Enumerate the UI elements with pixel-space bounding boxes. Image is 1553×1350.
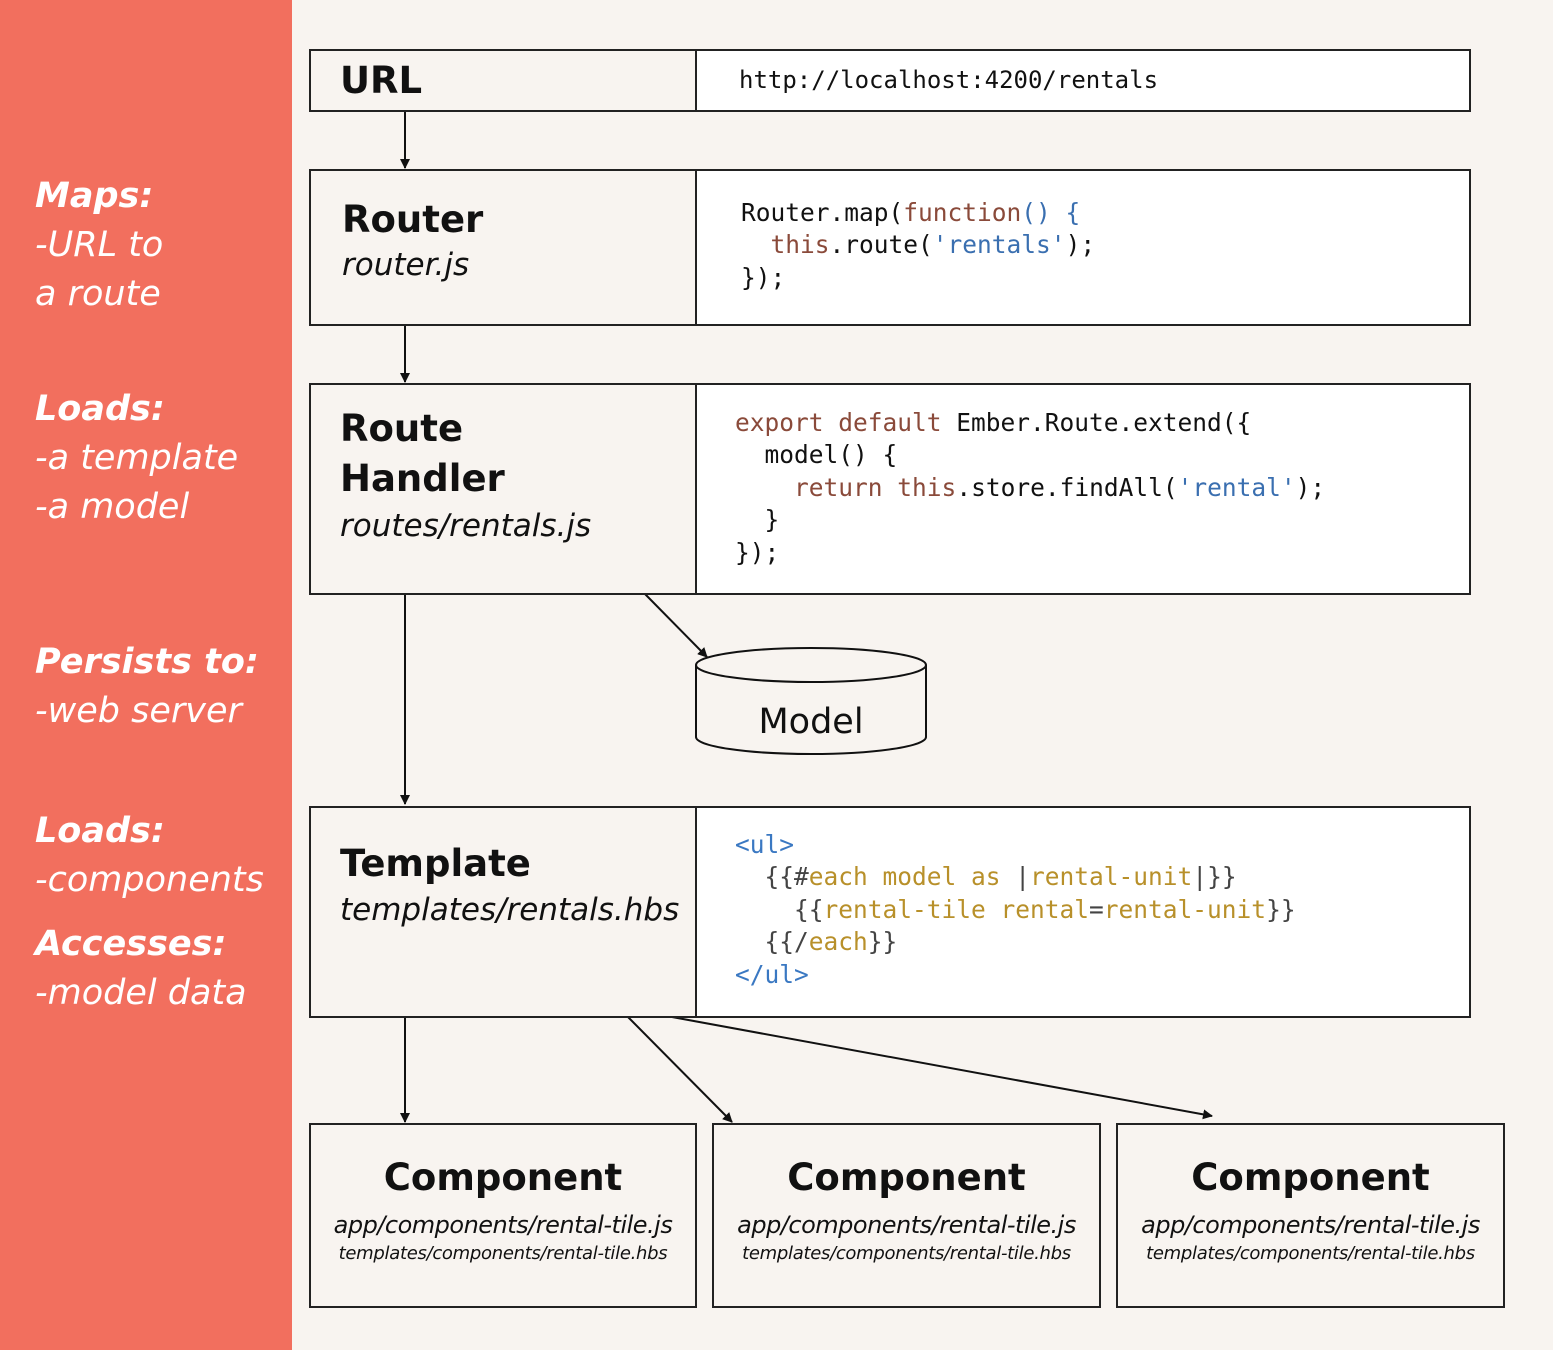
- code-token: each: [808, 927, 868, 957]
- sidebar-persists-line: -web server: [35, 691, 242, 731]
- sidebar-loads-title: Loads:: [35, 389, 165, 429]
- code-token: );: [1295, 472, 1326, 502]
- sidebar-maps-line: a route: [35, 274, 161, 314]
- code-token: 'rental': [1177, 472, 1296, 502]
- arrow-route-to-model: [644, 593, 708, 658]
- code-token: model() {: [735, 440, 898, 470]
- code-token: this: [897, 472, 957, 502]
- code-token: .store.findAll(: [956, 472, 1178, 502]
- url-value: http://localhost:4200/rentals: [739, 66, 1159, 94]
- arrow-template-to-component-2: [627, 1016, 733, 1123]
- code-token: });: [741, 262, 786, 292]
- component-hbs-file: templates/components/rental-tile.hbs: [338, 1243, 668, 1264]
- code-token: );: [1065, 230, 1096, 260]
- code-token: each model as: [808, 862, 1016, 892]
- code-token: =: [1089, 894, 1104, 924]
- code-token: <ul>: [735, 830, 795, 859]
- sidebar-maps-title: Maps:: [35, 176, 154, 216]
- template-code-cell: <ul> {{#each model as |rental-unit|}} {{…: [695, 806, 1471, 1018]
- code-token: |: [1015, 862, 1031, 892]
- code-token: 'rentals': [932, 230, 1066, 260]
- code-token: {{/: [735, 927, 809, 957]
- router-label-cell: Router router.js: [309, 169, 697, 326]
- code-token: |}}: [1192, 862, 1237, 892]
- code-token: () {: [1021, 198, 1081, 227]
- arrow-template-to-component-3: [671, 1016, 1213, 1120]
- code-token: }}: [1266, 894, 1296, 924]
- route-handler-title-line2: Handler: [340, 457, 505, 500]
- code-token: return: [794, 472, 883, 502]
- sidebar-loads-route: Loads: -a template -a model: [35, 385, 238, 532]
- sidebar-persists-title: Persists to:: [35, 642, 259, 682]
- code-token: rental-tile rental: [823, 894, 1090, 924]
- component-box: Component app/components/rental-tile.js …: [712, 1123, 1101, 1308]
- code-token: {{#: [735, 862, 809, 892]
- sidebar-maps-line: -URL to: [35, 225, 164, 265]
- route-handler-file: routes/rentals.js: [340, 508, 592, 544]
- router-title: Router: [342, 198, 484, 241]
- url-value-cell: http://localhost:4200/rentals: [695, 49, 1471, 112]
- code-token: {{: [735, 894, 824, 924]
- component-title: Component: [787, 1156, 1026, 1199]
- template-label-cell: Template templates/rentals.hbs: [309, 806, 697, 1018]
- code-token: });: [735, 537, 780, 567]
- route-handler-code-cell: export default Ember.Route.extend({ mode…: [695, 383, 1471, 595]
- code-token: [741, 230, 771, 259]
- component-hbs-file: templates/components/rental-tile.hbs: [742, 1243, 1071, 1264]
- code-token: [883, 473, 898, 502]
- sidebar-loads-components-line: -components: [35, 860, 264, 900]
- url-label: URL: [340, 59, 423, 102]
- model-cylinder: Model: [695, 647, 927, 755]
- sidebar-persists: Persists to: -web server: [35, 638, 259, 736]
- sidebar-accesses: Accesses: -model data: [35, 920, 247, 1018]
- code-token: Ember.Route.extend({: [941, 408, 1252, 437]
- component-js-file: app/components/rental-tile.js: [333, 1211, 673, 1239]
- code-token: }}: [867, 927, 898, 957]
- sidebar-loads-line: -a template: [35, 438, 239, 478]
- sidebar-accesses-title: Accesses:: [35, 924, 227, 964]
- component-box: Component app/components/rental-tile.js …: [1116, 1123, 1505, 1308]
- component-hbs-file: templates/components/rental-tile.hbs: [1146, 1243, 1475, 1264]
- sidebar-loads-components: Loads: -components: [35, 807, 264, 905]
- template-code: <ul> {{#each model as |rental-unit|}} {{…: [735, 829, 1296, 991]
- component-js-file: app/components/rental-tile.js: [1141, 1211, 1480, 1239]
- code-token: Router.map(: [741, 198, 904, 227]
- model-label: Model: [758, 702, 863, 742]
- sidebar-maps: Maps: -URL to a route: [35, 172, 163, 319]
- route-handler-code: export default Ember.Route.extend({ mode…: [735, 407, 1325, 569]
- code-token: export default: [735, 408, 942, 437]
- sidebar-loads-components-title: Loads:: [35, 811, 165, 851]
- code-token: .route(: [829, 230, 933, 260]
- template-title: Template: [340, 842, 531, 885]
- router-file: router.js: [342, 247, 470, 283]
- sidebar: Maps: -URL to a route Loads: -a template…: [0, 0, 292, 1350]
- component-title: Component: [1191, 1156, 1430, 1199]
- code-token: }: [735, 505, 780, 535]
- code-token: rental-unit: [1103, 894, 1267, 924]
- route-handler-label-cell: Route Handler routes/rentals.js: [309, 383, 697, 595]
- sidebar-accesses-line: -model data: [35, 973, 247, 1013]
- sidebar-loads-line: -a model: [35, 487, 190, 527]
- template-file: templates/rentals.hbs: [340, 892, 680, 928]
- url-label-cell: URL: [309, 49, 697, 112]
- code-token: rental-unit: [1030, 862, 1193, 892]
- code-token: [735, 473, 794, 502]
- component-js-file: app/components/rental-tile.js: [737, 1211, 1076, 1239]
- component-title: Component: [383, 1156, 623, 1199]
- router-code: Router.map(function() { this.route('rent…: [741, 197, 1095, 294]
- router-code-cell: Router.map(function() { this.route('rent…: [695, 169, 1471, 326]
- route-handler-title-line1: Route: [340, 407, 464, 450]
- code-token: </ul>: [735, 959, 809, 989]
- component-box: Component app/components/rental-tile.js …: [309, 1123, 697, 1308]
- code-token: this: [770, 230, 830, 260]
- code-token: function: [903, 198, 1022, 227]
